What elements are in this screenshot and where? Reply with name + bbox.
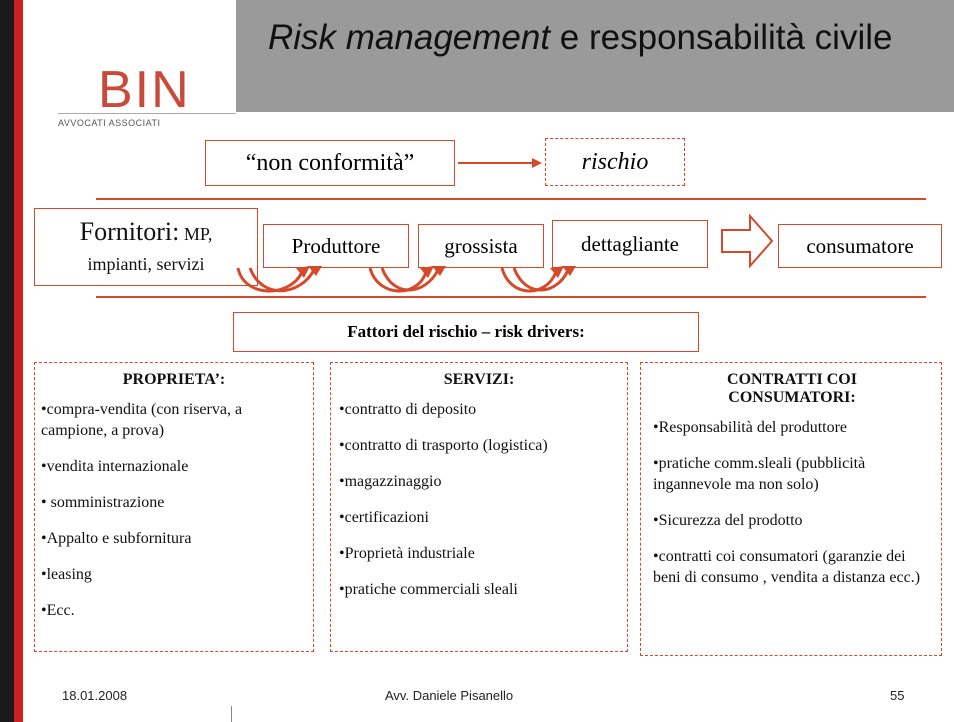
- slide-title-italic: Risk management: [268, 18, 551, 57]
- upper-divider-line: [96, 198, 926, 200]
- title-bar: [236, 0, 954, 112]
- footer-page-number: 55: [890, 688, 905, 703]
- lower-divider-line: [96, 296, 926, 298]
- fornitori-mp: MP,: [179, 224, 213, 244]
- list-item: •leasing: [41, 566, 92, 583]
- list-item: •Proprietà industriale: [339, 545, 475, 562]
- dettagliante-box: dettagliante: [552, 220, 708, 268]
- list-item: •Appalto e subfornitura: [41, 530, 192, 547]
- proprieta-column: PROPRIETA’: •compra-vendita (con riserva…: [34, 362, 314, 652]
- list-item: •compra-vendita (con riserva, a campione…: [41, 401, 243, 439]
- arrow-to-rischio: [458, 158, 542, 168]
- list-item: •vendita internazionale: [41, 458, 189, 475]
- flow-curved-arrows: [236, 266, 576, 293]
- footer-author: Avv. Daniele Pisanello: [385, 688, 514, 703]
- list-item: •contratti coi consumatori (garanzie dei…: [653, 548, 921, 586]
- proprieta-heading: PROPRIETA’:: [122, 371, 226, 388]
- list-item: •Sicurezza del prodotto: [653, 512, 803, 529]
- logo-divider: [58, 113, 236, 114]
- footer-date: 18.01.2008: [62, 688, 128, 703]
- fornitori-box: Fornitori: MP, impianti, servizi: [34, 208, 258, 286]
- rischio-box: rischio: [545, 138, 685, 186]
- risk-drivers-title: Fattori del rischio – risk drivers:: [233, 312, 699, 352]
- produttore-box: Produttore: [263, 224, 409, 268]
- left-frame-bar: [0, 0, 14, 722]
- contratti-heading: CONTRATTI COI CONSUMATORI:: [727, 371, 857, 406]
- list-item: •pratiche comm.sleali (pubblicità ingann…: [653, 455, 866, 493]
- fornitori-line2: impianti, servizi: [87, 254, 205, 274]
- list-item: •magazzinaggio: [339, 473, 442, 490]
- slide-title-rest: e responsabilità civile: [550, 18, 893, 57]
- grossista-box: grossista: [418, 224, 544, 268]
- servizi-column: SERVIZI: •contratto di deposito •contrat…: [330, 362, 628, 652]
- list-item: •Responsabilità del produttore: [653, 419, 848, 436]
- list-item: • somministrazione: [41, 494, 165, 511]
- list-item: •contratto di trasporto (logistica): [339, 437, 548, 454]
- logo-subtitle: AVVOCATI ASSOCIATI: [58, 118, 161, 128]
- list-item: •pratiche commerciali sleali: [339, 581, 518, 598]
- list-item: •Ecc.: [41, 602, 75, 619]
- footer-tick: [231, 706, 232, 722]
- fornitori-label: Fornitori:: [79, 217, 180, 246]
- contratti-column: CONTRATTI COI CONSUMATORI: •Responsabili…: [640, 362, 942, 656]
- block-arrow-icon: [721, 214, 774, 268]
- servizi-heading: SERVIZI:: [443, 371, 515, 388]
- left-red-stripe: [14, 0, 23, 722]
- logo-text: BIN: [98, 61, 191, 119]
- consumatore-box: consumatore: [778, 224, 942, 268]
- list-item: •certificazioni: [339, 509, 429, 526]
- list-item: •contratto di deposito: [339, 401, 477, 418]
- non-conformita-box: “non conformità”: [205, 140, 455, 186]
- slide-title: Risk management e responsabilità civile: [268, 16, 908, 60]
